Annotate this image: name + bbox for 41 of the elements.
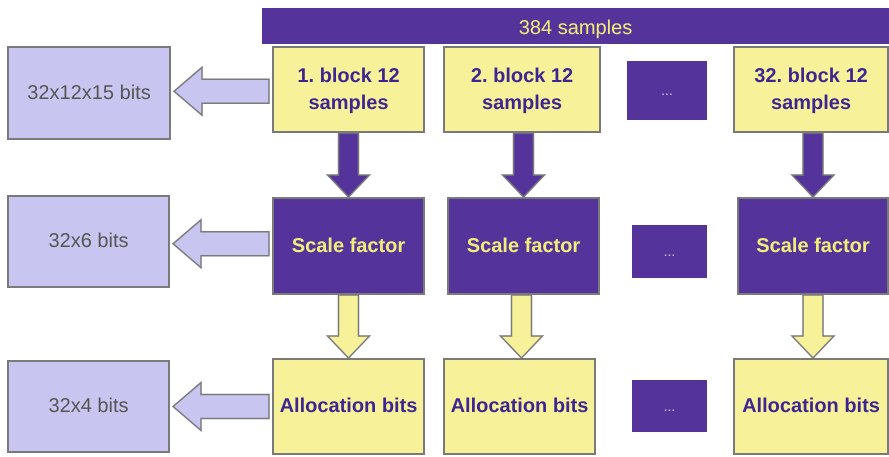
block-box: [733, 358, 889, 455]
output-box: [7, 46, 171, 140]
output-label: 32x6 bits: [48, 229, 129, 254]
block-box: [443, 46, 601, 133]
box-label: Scale factor: [466, 234, 580, 258]
bar-label: 384 samples: [518, 16, 632, 41]
ellipsis-box: [632, 380, 707, 432]
ellipsis-box: [632, 225, 707, 278]
block-box: [272, 358, 425, 455]
block-arrow: [326, 132, 372, 198]
block-label: Allocation bits: [450, 394, 588, 419]
block-label: 1. block 12 samples: [296, 64, 401, 116]
block-arrow: [498, 294, 544, 360]
scale-factor-box: [272, 197, 425, 295]
block-arrow: [172, 380, 270, 432]
block-arrow: [500, 132, 546, 198]
ellipsis-label: ...: [664, 242, 676, 261]
output-label: 32x4 bits: [48, 394, 129, 419]
scale-factor-box: [447, 197, 600, 295]
block-arrow: [172, 218, 270, 270]
output-box: [7, 360, 170, 453]
block-arrow: [790, 132, 836, 198]
block-arrow: [172, 66, 270, 117]
scale-factor-box: [737, 197, 889, 295]
ellipsis-box: [627, 61, 707, 120]
box-label: Scale factor: [292, 234, 406, 258]
block-arrow: [790, 294, 836, 360]
block-arrow: [326, 294, 372, 360]
ellipsis-label: ...: [664, 396, 676, 416]
block-label: Allocation bits: [742, 394, 880, 419]
box-label: Scale factor: [756, 234, 870, 258]
block-box: [733, 46, 889, 133]
block-label: 32. block 12 samples: [753, 64, 869, 116]
output-box: [7, 195, 170, 288]
output-label: 32x12x15 bits: [27, 80, 151, 106]
header-bar: [262, 8, 889, 44]
block-label: 2. block 12 samples: [470, 64, 574, 116]
ellipsis-label: ...: [661, 81, 673, 100]
block-box: [272, 46, 425, 133]
block-box: [443, 358, 596, 455]
block-label: Allocation bits: [280, 394, 418, 419]
